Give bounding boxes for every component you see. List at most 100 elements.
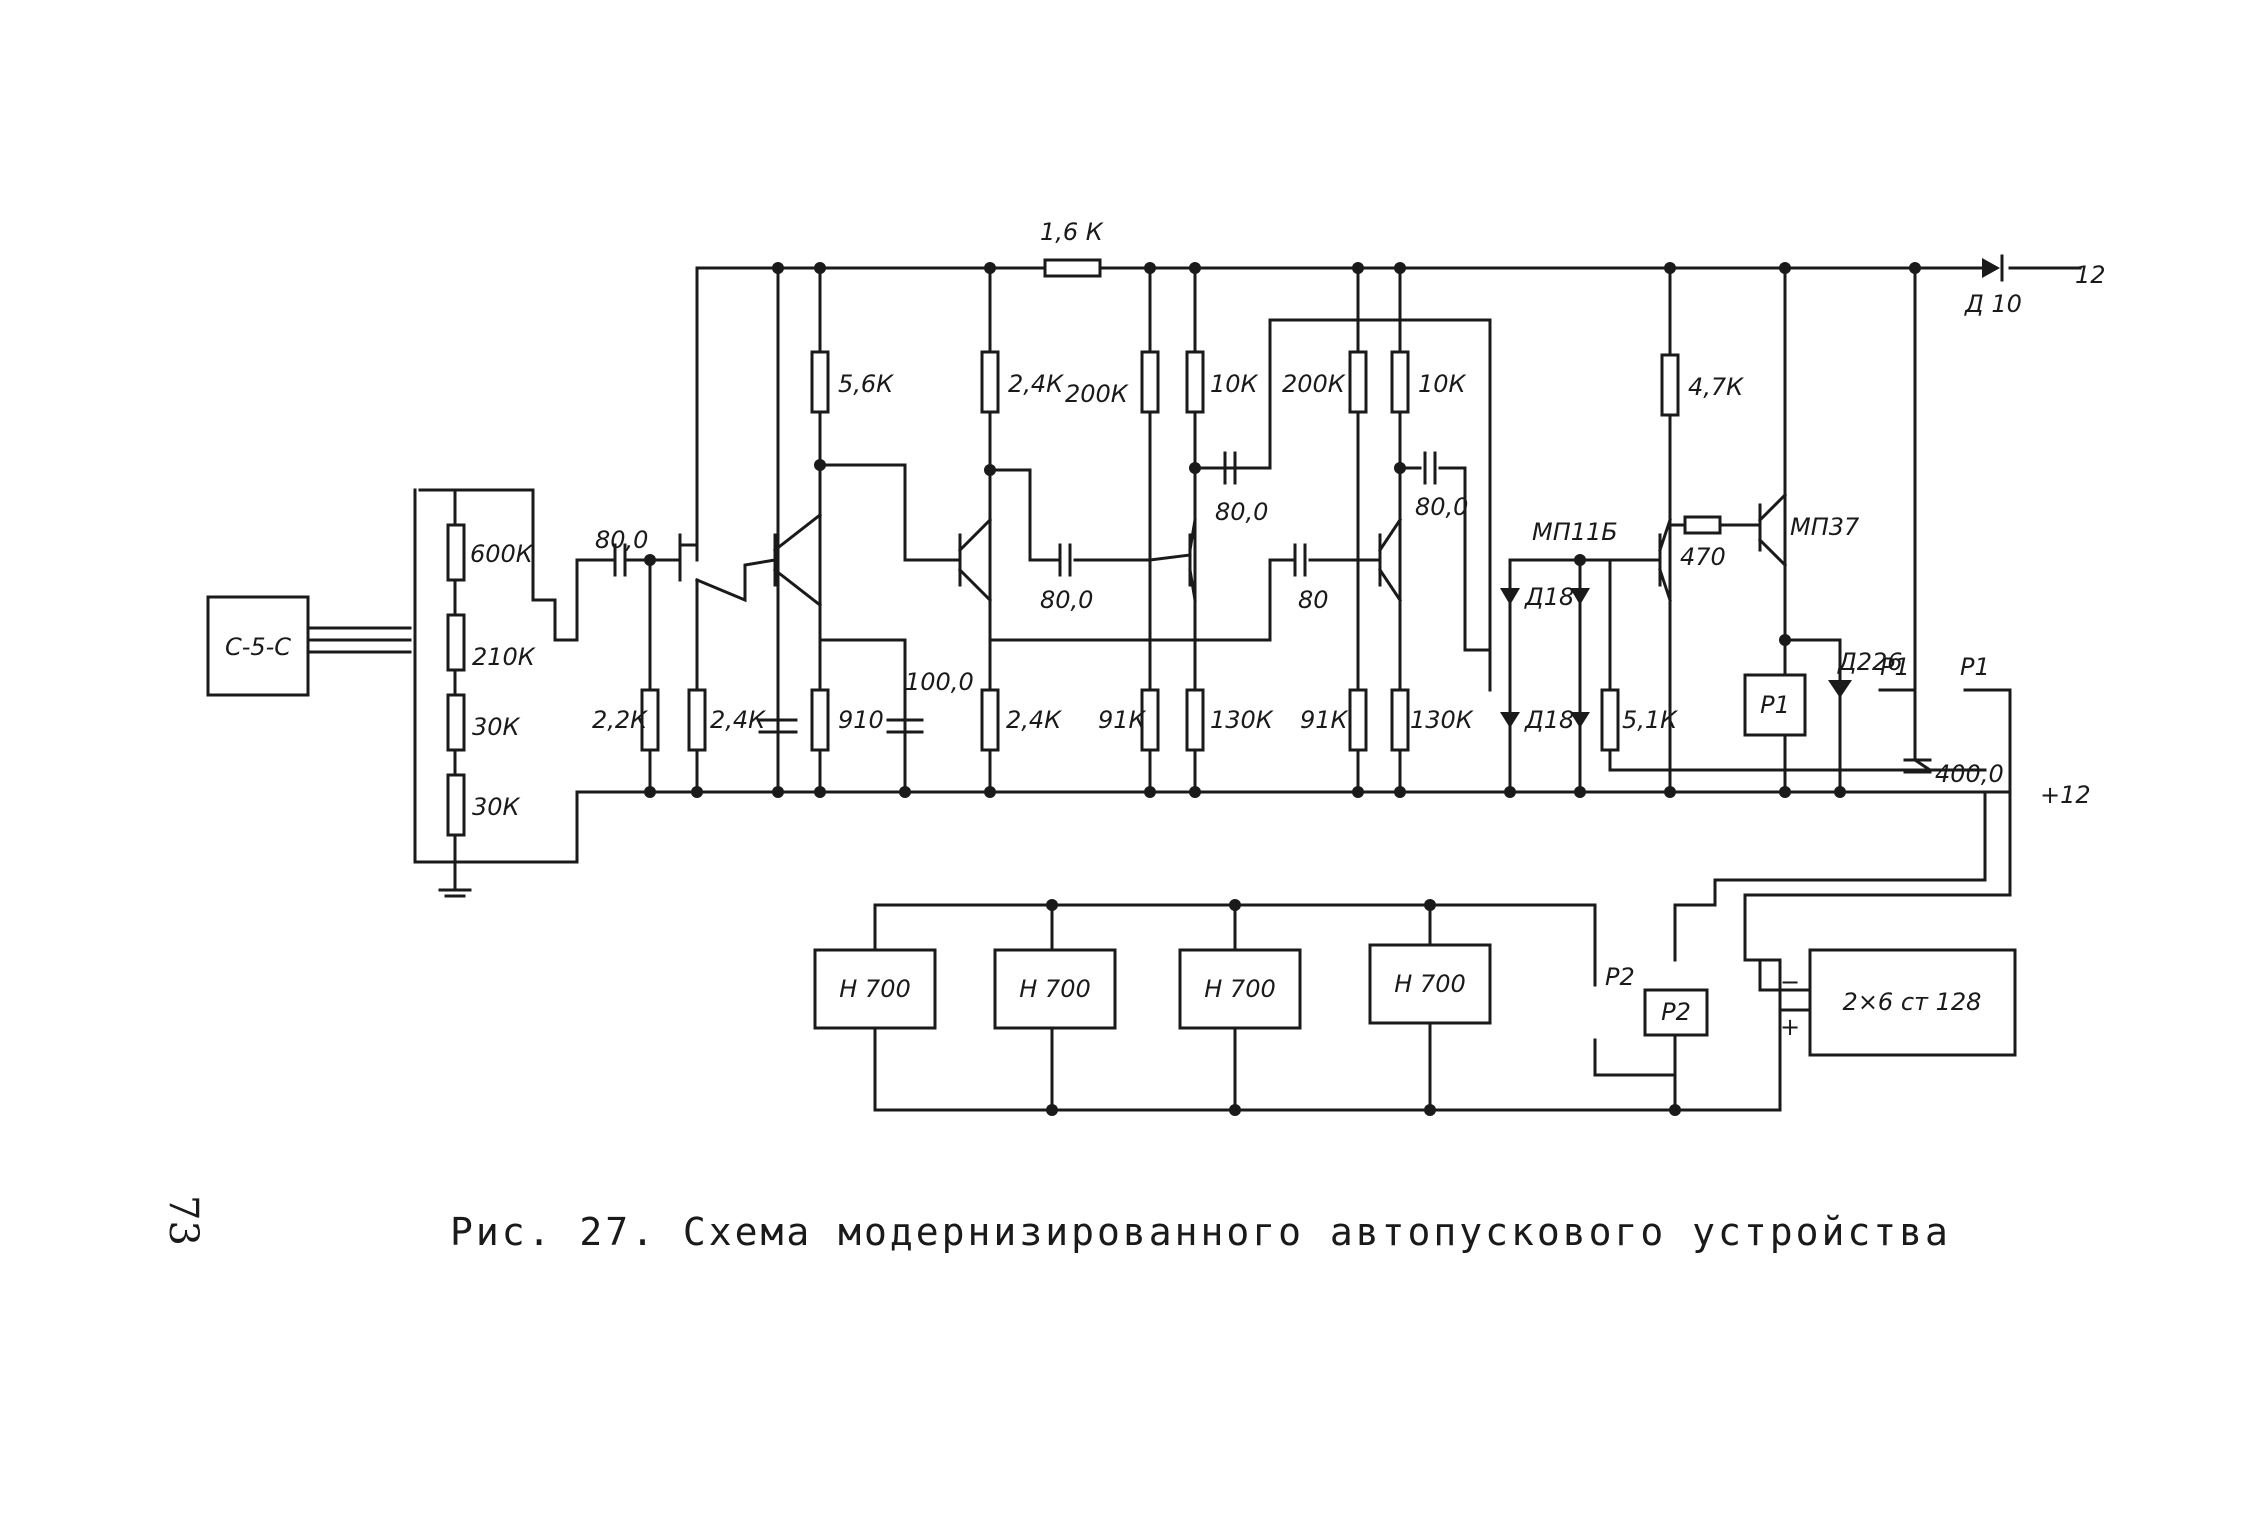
block-relay-1: P1 — [1743, 673, 1807, 737]
resistor-91k-b — [1348, 688, 1368, 752]
label-t-mp11b: МП11Б — [1532, 518, 1618, 546]
resistor-91k-a — [1140, 688, 1160, 752]
label-r-91k-a: 91К — [1098, 706, 1147, 734]
capacitor-100 — [886, 718, 924, 734]
label-r-30k-a: 30К — [472, 713, 521, 741]
resistor-200k-b — [1348, 350, 1368, 414]
resistors — [446, 258, 1722, 837]
diode-d226 — [1828, 680, 1852, 698]
label-contact-p2: P2 — [1605, 963, 1635, 991]
label-r-200k-b: 200К — [1282, 370, 1346, 398]
resistor-200k-a — [1140, 350, 1160, 414]
label-diode-d10: Д 10 — [1964, 290, 2022, 318]
diodes — [1500, 254, 2004, 728]
label-c-100: 100,0 — [905, 668, 974, 696]
relay-2-label: P2 — [1661, 998, 1691, 1026]
label-bottom-supply: +12 — [2040, 781, 2091, 809]
label-c-400: 400,0 — [1935, 760, 2004, 788]
label-c-80-d: 80 — [1298, 586, 1329, 614]
component-labels: 600К 210К 30К 30К 80,0 2,2К 2,4К 5,6К 91… — [470, 218, 2004, 991]
resistor-2-2k — [640, 688, 660, 752]
capacitors — [613, 451, 1932, 774]
label-r-910: 910 — [838, 706, 884, 734]
page-number: 73 — [160, 1195, 206, 1246]
capacitor-80-input — [613, 543, 627, 577]
resistor-4-7k — [1660, 353, 1680, 417]
label-top-supply: 12 — [2075, 261, 2106, 289]
label-r-4-7k: 4,7К — [1688, 373, 1744, 401]
block-lamp-3: Н 700 — [1178, 948, 1302, 1030]
lamp-1-label: Н 700 — [839, 975, 910, 1003]
resistor-5-6k — [810, 350, 830, 414]
label-r-10k-b: 10К — [1418, 370, 1467, 398]
rail-labels: 12 Д 10 +12 — [1964, 261, 2106, 809]
label-r-130k-b: 130К — [1410, 706, 1474, 734]
label-r-2-2k: 2,2К — [592, 706, 648, 734]
diode-d10 — [1982, 258, 2000, 278]
block-lamp-1: Н 700 — [813, 948, 937, 1030]
label-r-91k-b: 91К — [1300, 706, 1349, 734]
block-lamp-4: Н 700 — [1368, 943, 1492, 1025]
lamp-4-label: Н 700 — [1394, 970, 1465, 998]
block-source: С-5-С — [206, 595, 310, 697]
block-relay-2: P2 — [1643, 988, 1709, 1037]
label-r-5-1k: 5,1К — [1622, 706, 1678, 734]
resistor-10k-a — [1185, 350, 1205, 414]
resistor-910 — [810, 688, 830, 752]
resistor-2-4k-c — [980, 688, 1000, 752]
ground-icon — [438, 888, 472, 898]
label-c-80-c: 80,0 — [1215, 498, 1268, 526]
label-c-80-in: 80,0 — [595, 526, 648, 554]
label-r-2-4k-c: 2,4К — [1006, 706, 1062, 734]
capacitor-80-b — [1058, 543, 1072, 577]
capacitor-400 — [1903, 758, 1932, 774]
capacitor-80-c — [1223, 451, 1237, 485]
resistor-30k-b — [446, 773, 466, 837]
label-c-80-e: 80,0 — [1415, 493, 1468, 521]
resistor-210k — [446, 613, 466, 672]
label-r-2-4k-a: 2,4К — [710, 706, 766, 734]
relay-1-label: P1 — [1760, 691, 1790, 719]
transistors — [678, 492, 1788, 608]
resistor-2-4k-a — [687, 688, 707, 752]
resistor-470 — [1683, 515, 1722, 535]
source-label: С-5-С — [225, 633, 291, 661]
battery-minus-sign: − — [1780, 968, 1800, 996]
label-contact-p1b: P1 — [1960, 653, 1990, 681]
resistor-1-6k — [1043, 258, 1102, 278]
label-r-130k-a: 130К — [1210, 706, 1274, 734]
capacitor-electrolytic-stage1 — [758, 718, 798, 734]
label-r-600k: 600К — [470, 540, 534, 568]
resistor-30k-a — [446, 693, 466, 752]
resistor-130k-b — [1390, 688, 1410, 752]
figure-caption: Рис. 27. Схема модернизированного автопу… — [450, 1210, 1951, 1254]
label-r-10k-a: 10К — [1210, 370, 1259, 398]
block-battery: 2×6 ст 128 − + — [1780, 948, 2017, 1057]
resistor-10k-b — [1390, 350, 1410, 414]
resistor-130k-a — [1185, 688, 1205, 752]
lamp-2-label: Н 700 — [1019, 975, 1090, 1003]
label-r-5-6k: 5,6К — [838, 370, 894, 398]
resistor-5-1k — [1600, 688, 1620, 752]
block-lamp-2: Н 700 — [993, 948, 1117, 1030]
capacitor-80-d — [1293, 543, 1307, 577]
label-r-210k: 210К — [472, 643, 536, 671]
label-c-80-b: 80,0 — [1040, 586, 1093, 614]
capacitor-80-e — [1423, 451, 1437, 485]
battery-plus-sign: + — [1780, 1013, 1800, 1041]
label-r-2-4k-b: 2,4К — [1008, 370, 1064, 398]
label-t-mp37: МП37 — [1790, 513, 1860, 541]
label-r-1-6k: 1,6 К — [1040, 218, 1104, 246]
label-r-200k-a: 200К — [1065, 380, 1129, 408]
junction-dots — [644, 262, 1921, 1116]
battery-label: 2×6 ст 128 — [1843, 988, 1982, 1016]
label-r-30k-b: 30К — [472, 793, 521, 821]
label-r-470: 470 — [1680, 543, 1726, 571]
resistor-2-4k-b — [980, 350, 1000, 414]
resistor-600k — [446, 523, 466, 582]
label-d-d18-b: Д18 — [1524, 706, 1574, 734]
lamp-3-label: Н 700 — [1204, 975, 1275, 1003]
label-d-d18-a: Д18 — [1524, 583, 1574, 611]
label-contact-p1a: P1 — [1880, 653, 1910, 681]
